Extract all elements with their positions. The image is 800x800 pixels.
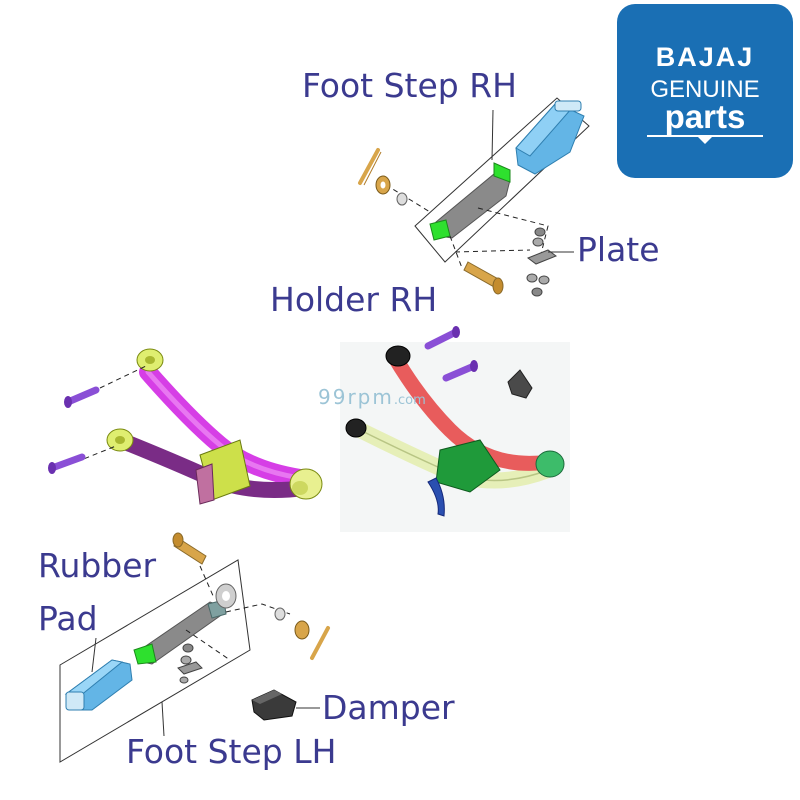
label-plate: Plate: [577, 230, 660, 269]
logo-parts: parts: [664, 98, 746, 135]
bajaj-genuine-parts-logo: BAJAJ GENUINE parts: [617, 4, 793, 178]
nut-icon: [531, 287, 543, 297]
label-foot-step-lh: Foot Step LH: [126, 732, 337, 771]
pin-icon: [310, 626, 330, 660]
rubber-pad-lh: [64, 659, 133, 711]
nut-icon: [526, 273, 538, 283]
nut-icon: [180, 655, 192, 665]
logo-caret-icon: [697, 136, 713, 144]
foot-step-lh-arm: [133, 599, 227, 665]
holder-rh-boss-top: [385, 345, 411, 367]
label-holder-rh: Holder RH: [270, 280, 438, 319]
bolt-icon: [48, 453, 86, 474]
plate-part: [526, 249, 558, 265]
holder-rh-step-plate: [427, 477, 445, 517]
holder-rh-bracket: [435, 439, 501, 493]
bolt-icon: [442, 360, 478, 382]
washer-icon: [396, 192, 408, 206]
pin-icon: [172, 532, 207, 565]
holder-rh-upper-tube: [386, 348, 556, 471]
nut-icon: [532, 237, 544, 247]
damper-lh: [251, 689, 297, 721]
rubber-pad-rh: [515, 100, 585, 175]
bolt-icon: [64, 386, 100, 408]
nut-icon: [182, 643, 194, 653]
holder-rh-end-cap: [535, 450, 565, 478]
damper-rh: [507, 369, 533, 399]
label-rubber-pad-line2: Pad: [38, 599, 98, 638]
plate-hardware: [526, 227, 558, 297]
label-rubber-pad-line1: Rubber: [38, 546, 157, 585]
label-damper: Damper: [322, 688, 455, 727]
washer-icon: [294, 620, 310, 640]
logo-genuine: GENUINE: [650, 76, 760, 103]
pivot-pin-rh: [463, 261, 504, 295]
watermark-suffix: .com: [393, 393, 426, 408]
watermark: 99rpm.com: [318, 385, 426, 409]
holder-rh-assembly: [340, 326, 570, 532]
holder-rh-boss-bottom: [345, 418, 367, 438]
holder-lh-assembly: [48, 348, 323, 505]
foot-step-rh-outline: [414, 97, 590, 263]
logo-brand: BAJAJ: [655, 42, 755, 72]
washer-icon: [274, 607, 286, 621]
label-foot-step-rh: Foot Step RH: [302, 66, 517, 105]
bolt-icon: [424, 326, 460, 350]
foot-step-rh-assembly: [358, 97, 590, 297]
nut-icon: [538, 275, 550, 285]
nut-icon: [534, 227, 546, 237]
watermark-main: 99rpm: [318, 385, 394, 409]
foot-step-lh-assembly: [59, 532, 330, 763]
plate-hardware-lh: [177, 643, 203, 684]
foot-step-lh-outline: [59, 559, 251, 763]
foot-step-rh-arm: [429, 162, 511, 241]
nut-icon: [179, 676, 189, 684]
pin-icon: [358, 148, 382, 186]
